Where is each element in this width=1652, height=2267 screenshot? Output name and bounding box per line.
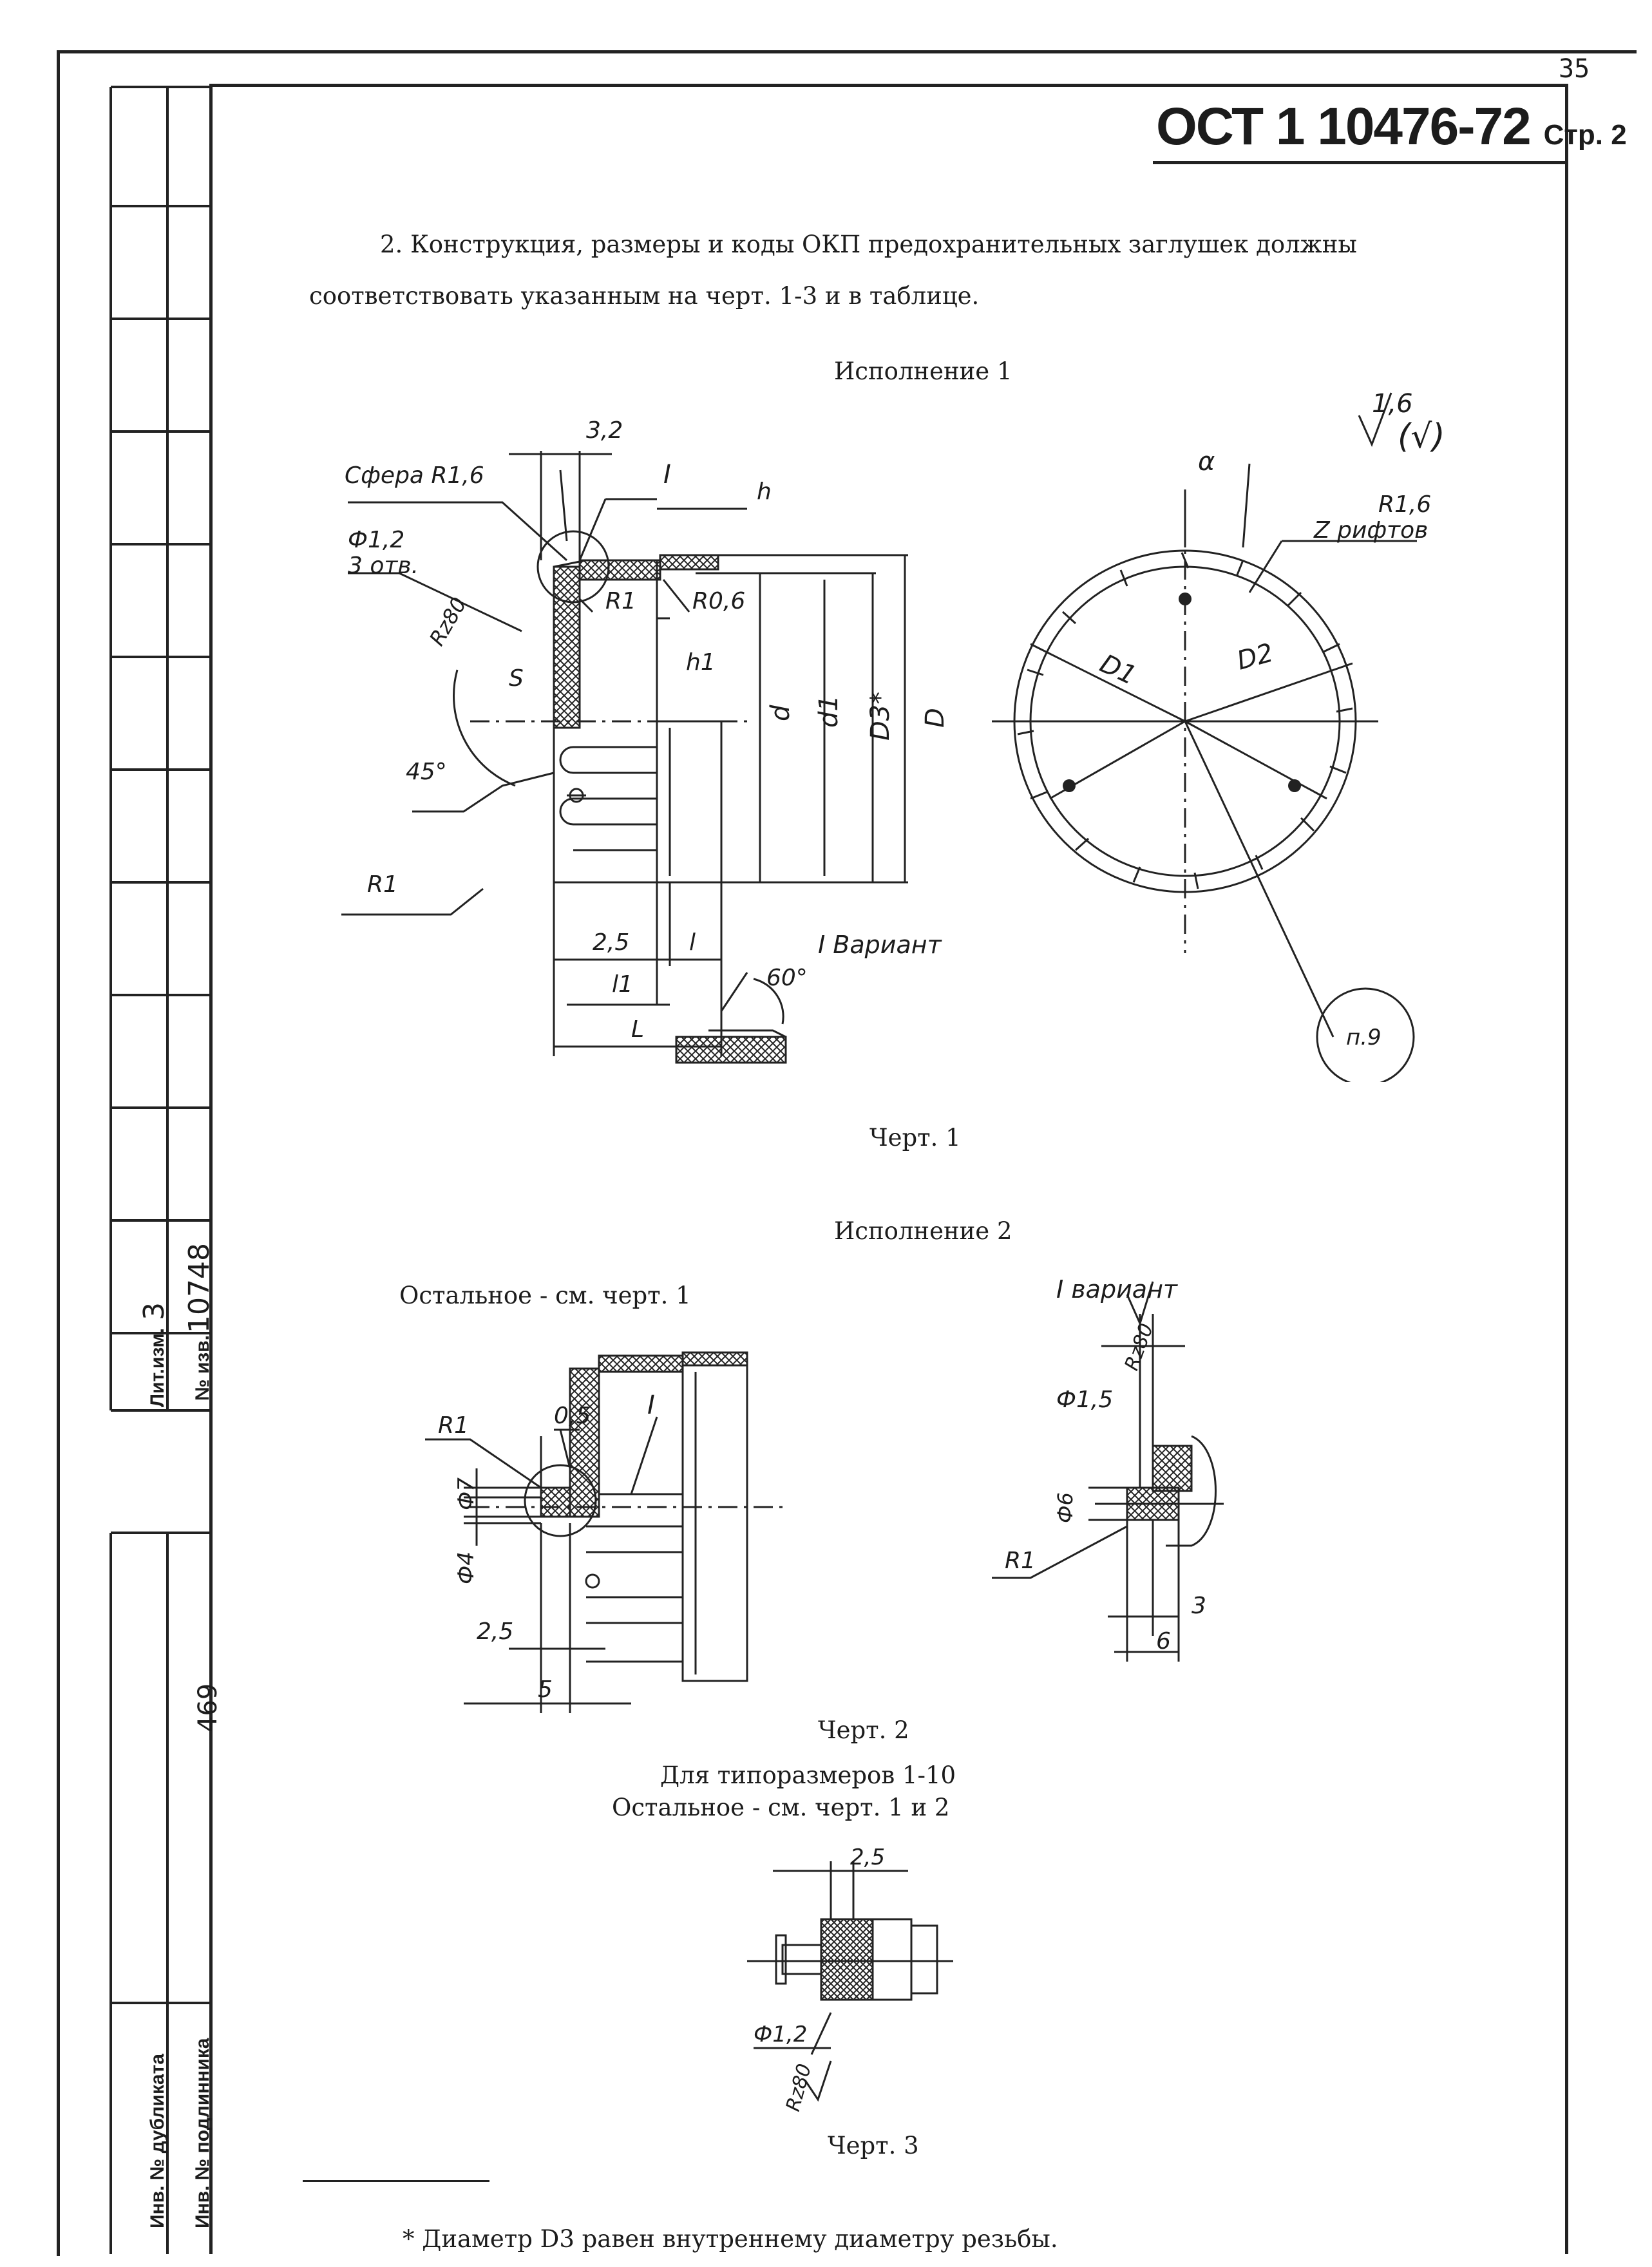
execution1-caption: Черт. 1 — [869, 1124, 961, 1152]
variant-label: I Вариант — [818, 931, 943, 959]
footnote-rule — [303, 2180, 489, 2182]
three-holes-label: 3 отв. — [348, 553, 419, 579]
dim-3: 3 — [1192, 1593, 1206, 1619]
stamp-inv-orig-value: 469 — [193, 1683, 223, 1732]
dim-6: 6 — [1156, 1628, 1171, 1655]
stamp-lit-value: 3 — [138, 1302, 171, 1320]
stamp-no-izv: № изв. — [192, 1335, 213, 1401]
variant-label-2: I вариант — [1056, 1275, 1179, 1304]
h-label: h — [757, 479, 772, 505]
execution2-rest-note: Остальное - см. черт. 1 — [399, 1282, 691, 1309]
d-label: d — [766, 705, 795, 721]
D2-label: D2 — [1234, 638, 1277, 676]
h1-label: h1 — [686, 649, 716, 676]
drawing-1: 3,2 Сфера R1,6 Ф1,2 3 отв. Rz80 S 45° R1… — [341, 389, 1445, 1082]
dim-2-5: 2,5 — [593, 929, 629, 956]
phi4-label: Ф4 — [453, 1551, 479, 1584]
standard-number: ОСТ 1 10476-72 — [1156, 97, 1532, 156]
note-p9: п.9 — [1346, 1025, 1381, 1050]
l1-label: l1 — [612, 971, 633, 998]
header-rule — [1153, 161, 1565, 164]
drawing-2: R1 0,5 Ф7 Ф4 2,5 5 I I вариант Rz80 Ф1,5… — [425, 1275, 1224, 1713]
stamp-inv-dup: Инв. № дубликата — [147, 2053, 168, 2228]
intro-line-2: соответствовать указанным на черт. 1-3 и… — [309, 282, 980, 310]
phi12-label: Ф1,2 — [348, 527, 404, 553]
roughness-value: 1,6 — [1372, 389, 1413, 419]
dim-2-5-3: 2,5 — [850, 1845, 885, 1870]
stamp-izv-value: 10748 — [183, 1243, 216, 1333]
sphere-label: Сфера R1,6 — [345, 462, 484, 489]
stamp-inv-orig: Инв. № подлинника — [192, 2038, 213, 2228]
r1b-label-2: R1 — [1005, 1548, 1036, 1574]
l-label: l — [689, 929, 696, 956]
ref-I: I — [663, 460, 671, 489]
execution2-title: Исполнение 2 — [834, 1217, 1012, 1245]
rz80-label: Rz80 — [424, 593, 471, 650]
z-grooves-label: Z рифтов — [1313, 517, 1428, 544]
execution3-note-2: Остальное - см. черт. 1 и 2 — [612, 1794, 950, 1821]
s-label: S — [509, 665, 524, 692]
dim-3-2: 3,2 — [586, 417, 623, 444]
r1-label: R1 — [605, 588, 636, 614]
d1-label: d1 — [814, 695, 844, 728]
r1-label-2: R1 — [438, 1412, 469, 1439]
execution1-title: Исполнение 1 — [834, 357, 1012, 385]
page-label: Стр. 2 — [1543, 119, 1627, 151]
execution2-caption: Черт. 2 — [818, 1716, 909, 1744]
L-label: L — [631, 1016, 644, 1043]
phi12-label-3: Ф1,2 — [754, 2022, 807, 2047]
footnote: * Диаметр D3 равен внутреннему диаметру … — [403, 2225, 1058, 2253]
standard-header: ОСТ 1 10476-72 Стр. 2 — [1156, 97, 1627, 157]
angle60-label: 60° — [766, 965, 808, 991]
drawing-3: 2,5 Ф1,2 Rz80 — [747, 1845, 953, 2114]
execution3-caption: Черт. 3 — [828, 2132, 919, 2159]
inner-frame — [209, 84, 1568, 2254]
D-label: D — [920, 708, 950, 728]
alpha-label: α — [1198, 447, 1215, 477]
phi6-label: Ф6 — [1053, 1492, 1078, 1523]
roughness-paren: (√) — [1398, 417, 1445, 456]
dim-2-5-2: 2,5 — [477, 1618, 513, 1645]
d3-label: D3* — [866, 692, 895, 741]
D1-label: D1 — [1096, 649, 1141, 690]
r1b-label: R1 — [367, 871, 398, 898]
stamp-lit-izm: Лит.изм. — [147, 1327, 168, 1407]
outer-frame — [57, 50, 1637, 2256]
dim-0-5: 0,5 — [554, 1403, 591, 1429]
intro-line-1: 2. Конструкция, размеры и коды ОКП предо… — [380, 231, 1357, 258]
stamp-column — [109, 86, 211, 2254]
angle45-label: 45° — [406, 759, 447, 785]
phi15-label: Ф1,5 — [1056, 1387, 1113, 1413]
r16-label: R1,6 — [1378, 491, 1431, 518]
execution3-note-1: Для типоразмеров 1-10 — [660, 1761, 956, 1789]
dim-5: 5 — [538, 1676, 553, 1703]
ref-I-2: I — [647, 1390, 655, 1420]
r06-label: R0,6 — [692, 588, 745, 614]
phi7-label: Ф7 — [453, 1477, 479, 1510]
page-number: 35 — [1559, 54, 1590, 84]
